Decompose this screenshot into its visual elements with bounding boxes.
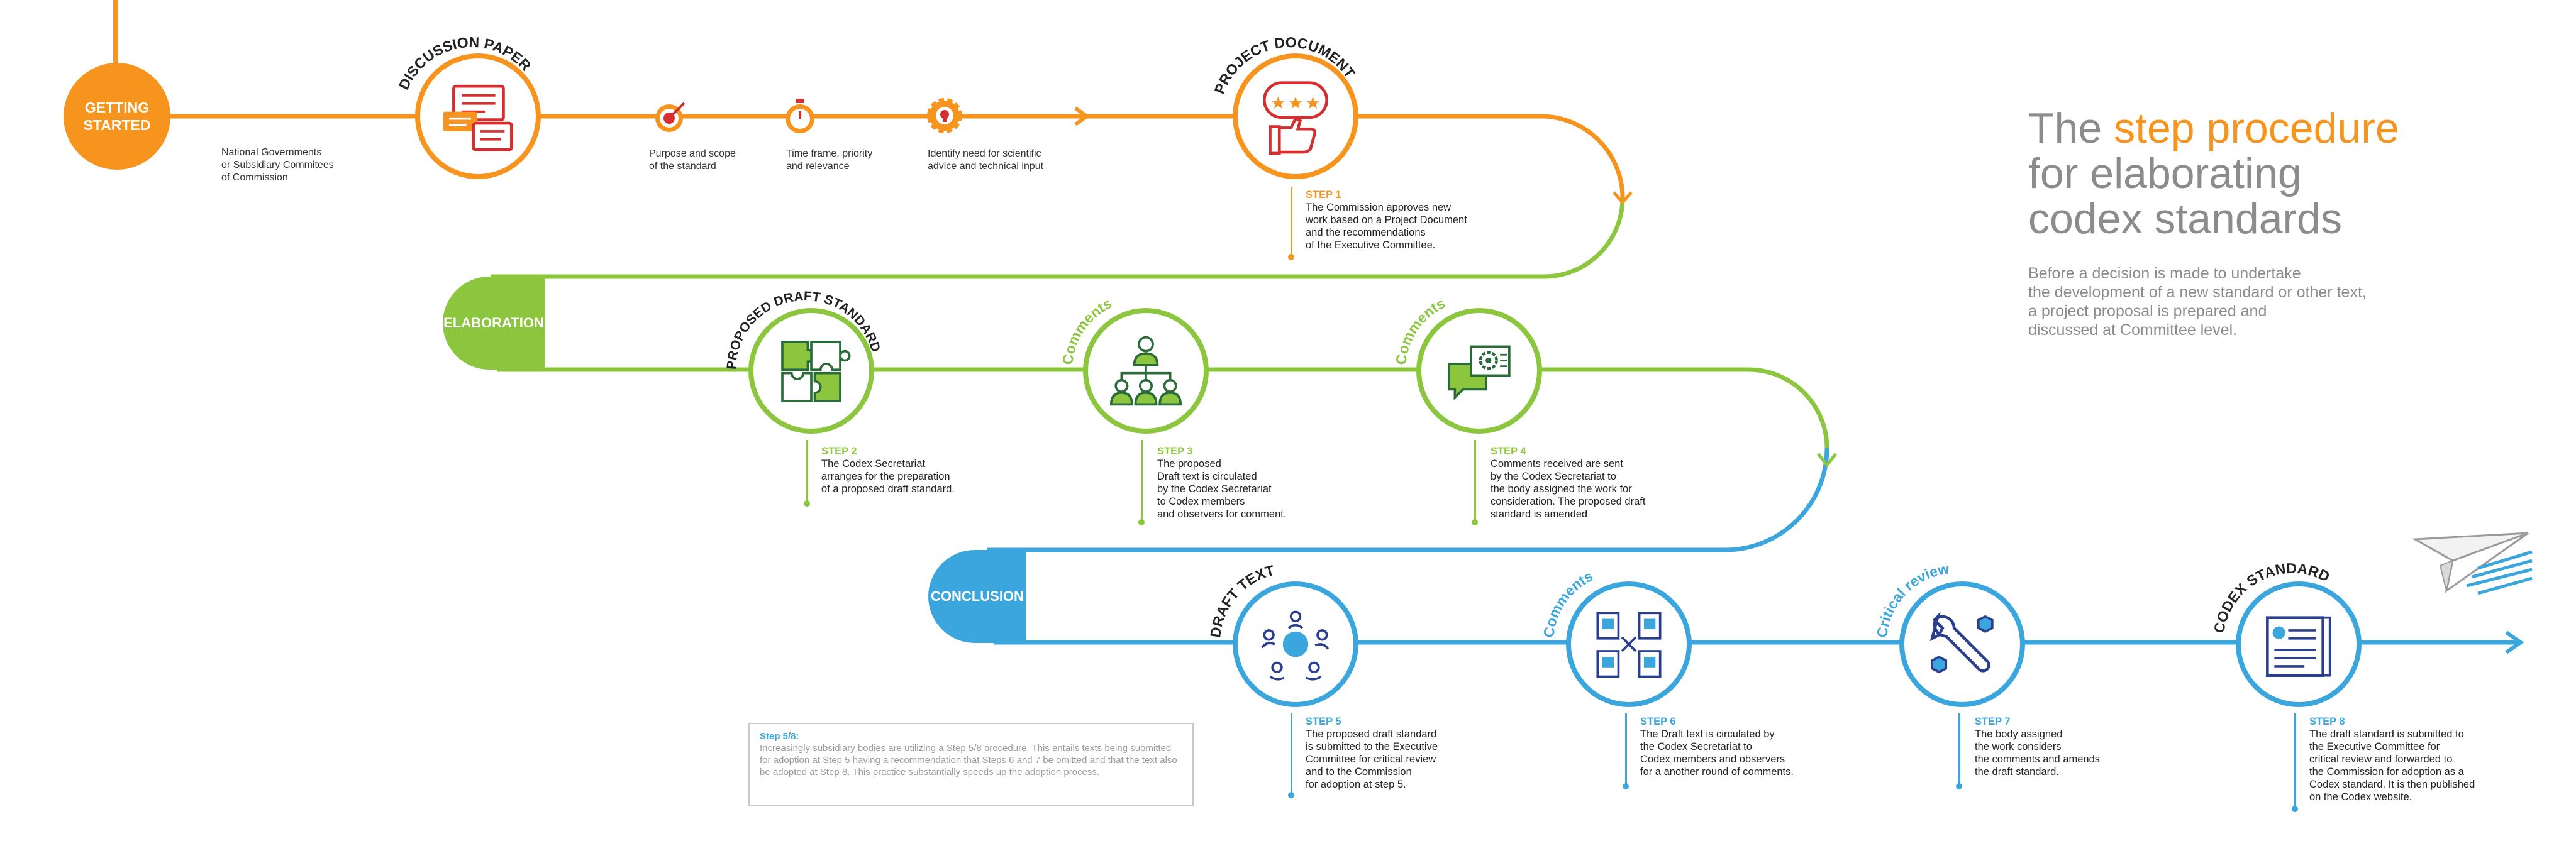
step4-dot [1472, 519, 1478, 525]
step-5: STEP 5 The proposed draft standard is su… [1306, 715, 1438, 791]
step1-connector [1291, 187, 1292, 257]
circle-comments-1 [1083, 308, 1209, 434]
step-2-head: STEP 2 [821, 446, 857, 457]
note-purpose: Purpose and scope of the standard [649, 148, 736, 172]
step-5-8-note-body: Increasingly subsidiary bodies are utili… [760, 743, 1177, 778]
team-hierarchy-icon [1109, 336, 1182, 406]
step-1-head: STEP 1 [1306, 189, 1341, 201]
step-6-head: STEP 6 [1640, 716, 1676, 727]
step-4-head: STEP 4 [1491, 446, 1526, 457]
step-1-body: The Commission approves new work based o… [1306, 202, 1467, 251]
step6-dot [1623, 783, 1629, 789]
step6-connector [1625, 713, 1627, 786]
step-7: STEP 7 The body assigned the work consid… [1975, 715, 2100, 778]
phase-getting-started: GETTING STARTED [64, 63, 170, 170]
green-blue-curve [1724, 448, 1829, 552]
title-line2: for elaborating [2028, 150, 2302, 197]
circle-critical-review [1899, 581, 2025, 707]
circle-project-document [1233, 53, 1358, 179]
step-3-body: The proposed Draft text is circulated by… [1157, 458, 1287, 520]
page-title: The step procedure for elaborating codex… [2028, 106, 2544, 241]
note-timeframe: Time frame, priority and relevance [786, 148, 873, 172]
green-curve [1748, 367, 1829, 449]
step-7-body: The body assigned the work considers the… [1975, 728, 2101, 778]
step8-dot [2292, 806, 2298, 812]
orange-arrowhead [1613, 191, 1633, 205]
step3-connector [1141, 440, 1143, 522]
puzzle-icon [781, 341, 851, 402]
step-4: STEP 4 Comments received are sent by the… [1491, 445, 1645, 520]
step1-dot [1288, 254, 1294, 260]
note-governments: National Governments or Subsidiary Commi… [221, 147, 334, 183]
wrench-nut-icon [1929, 612, 1994, 674]
step-1: STEP 1 The Commission approves new work … [1306, 189, 1467, 251]
step3-dot [1138, 519, 1145, 525]
step7-connector [1958, 713, 1960, 786]
chat-gear-icon [1448, 345, 1511, 400]
step-2: STEP 2 The Codex Secretariat arranges fo… [821, 445, 955, 495]
circle-proposed-draft-standard [748, 308, 874, 434]
step-2-body: The Codex Secretariat arranges for the p… [821, 458, 955, 495]
step-3-head: STEP 3 [1157, 446, 1193, 457]
certificate-icon [2266, 616, 2331, 677]
phase-getting-started-label: GETTING STARTED [83, 99, 151, 133]
orange-curve [1540, 114, 1625, 199]
step5-connector [1291, 713, 1292, 795]
step5-dot [1288, 792, 1294, 798]
step2-dot [804, 500, 810, 507]
circle-comments-2 [1416, 308, 1542, 434]
document-exchange-icon [1596, 612, 1662, 678]
step-7-head: STEP 7 [1975, 716, 2011, 727]
circle-comments-3 [1566, 581, 1692, 707]
phase-elaboration-label: ELABORATION [443, 315, 544, 331]
title-line3: codex standards [2028, 195, 2342, 243]
paper-plane-icon [2409, 528, 2534, 603]
blue-arrowhead [2505, 630, 2524, 654]
people-network-icon [1261, 610, 1330, 681]
step4-connector [1474, 440, 1476, 522]
step-5-8-note-head: Step 5/8: [760, 731, 799, 742]
note-identify: Identify need for scientific advice and … [928, 148, 1044, 172]
phase-conclusion: CONCLUSION [928, 550, 1026, 643]
step-6: STEP 6 The Draft text is circulated by t… [1640, 715, 1794, 778]
title-pre: The [2028, 104, 2114, 152]
step-5-head: STEP 5 [1306, 716, 1341, 727]
target-icon [653, 99, 688, 135]
step8-connector [2294, 713, 2296, 808]
orange-green-curve [1543, 197, 1625, 279]
circle-draft-text [1233, 581, 1358, 707]
rating-thumbs-up-icon [1263, 81, 1328, 155]
speech-bubbles-icon [443, 84, 513, 151]
step7-dot [1956, 783, 1962, 789]
stopwatch-icon [784, 97, 816, 135]
gear-bulb-icon [926, 97, 963, 134]
step-3: STEP 3 The proposed Draft text is circul… [1157, 445, 1286, 520]
phase-conclusion-label: CONCLUSION [931, 588, 1024, 604]
step-6-body: The Draft text is circulated by the Code… [1640, 728, 1794, 778]
step-5-body: The proposed draft standard is submitted… [1306, 728, 1438, 790]
green-arrowhead [1817, 453, 1837, 468]
step-8-head: STEP 8 [2309, 716, 2345, 727]
step-4-body: Comments received are sent by the Codex … [1491, 458, 1646, 520]
title-highlight: step procedure [2114, 104, 2399, 152]
step-5-8-note: Step 5/8: Increasingly subsidiary bodies… [748, 723, 1194, 806]
phase-elaboration: ELABORATION [443, 277, 545, 370]
circle-codex-standard [2236, 581, 2362, 707]
circle-discussion-paper [415, 53, 541, 179]
step-8-body: The draft standard is submitted to the E… [2309, 728, 2475, 803]
orange-mini-arrowhead [1074, 106, 1091, 126]
step2-connector [806, 440, 808, 503]
step-8: STEP 8 The draft standard is submitted t… [2309, 715, 2475, 803]
intro-text: Before a decision is made to undertake t… [2028, 265, 2367, 339]
